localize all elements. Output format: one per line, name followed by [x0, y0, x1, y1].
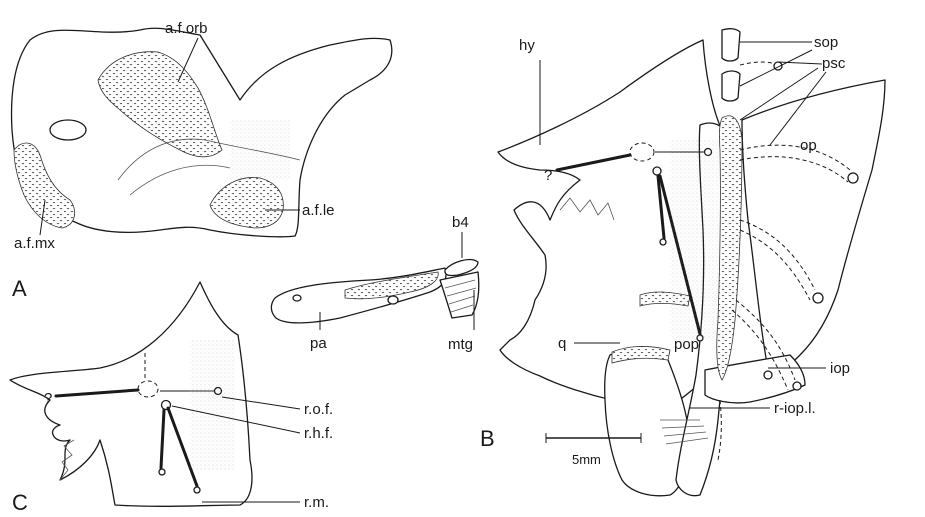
label-rhf: r.h.f.	[304, 425, 333, 442]
panel-label-c: C	[12, 490, 28, 515]
label-hy: hy	[519, 37, 535, 54]
label-afmx: a.f.mx	[14, 235, 55, 252]
label-op: op	[800, 137, 817, 154]
panel-a: a.f.orb a.f.le a.f.mx A	[12, 20, 392, 301]
operculum	[742, 80, 885, 380]
label-sop: sop	[814, 34, 838, 51]
label-b4: b4	[452, 214, 469, 231]
qmark-c: ?	[44, 390, 52, 407]
shading-c	[190, 340, 235, 470]
sop-segment-2	[722, 71, 740, 101]
op-pore-3	[813, 293, 823, 303]
iop-pore	[764, 371, 772, 379]
label-psc: psc	[822, 55, 846, 72]
foramen	[50, 120, 86, 140]
shading-b	[670, 140, 720, 340]
scale-label: 5mm	[572, 452, 601, 467]
palatine-pore	[388, 296, 398, 304]
psc-band	[717, 116, 742, 380]
label-q: q	[558, 335, 566, 352]
sop-segment-1	[722, 29, 740, 61]
leader-sop-2	[740, 50, 812, 86]
label-riopl: r-iop.l.	[774, 400, 816, 417]
label-rm: r.m.	[304, 494, 329, 511]
label-pop: pop	[674, 336, 699, 353]
shading-a	[230, 120, 290, 180]
label-pa: pa	[310, 335, 327, 352]
label-mtg: mtg	[448, 336, 473, 353]
op-pore-2	[848, 173, 858, 183]
label-iop: iop	[830, 360, 850, 377]
palatine-head	[293, 295, 301, 301]
rm-pore-b	[660, 239, 666, 245]
qmark-b: ?	[544, 167, 552, 184]
rm-pore-1	[159, 469, 165, 475]
rhf-pore-b	[653, 167, 661, 175]
panel-b: ? hy b4 pa mtg q pop iop r-iop.l. sop ps…	[271, 29, 885, 496]
label-afle: a.f.le	[302, 202, 335, 219]
dashed-canal-top	[740, 62, 778, 66]
label-afo: a.f.orb	[165, 20, 208, 37]
metapterygoid	[440, 272, 479, 318]
label-rof: r.o.f.	[304, 401, 333, 418]
panel-label-a: A	[12, 276, 27, 301]
rm-pore-2	[194, 487, 200, 493]
op-pore-4	[793, 382, 801, 390]
panel-label-b: B	[480, 426, 495, 451]
